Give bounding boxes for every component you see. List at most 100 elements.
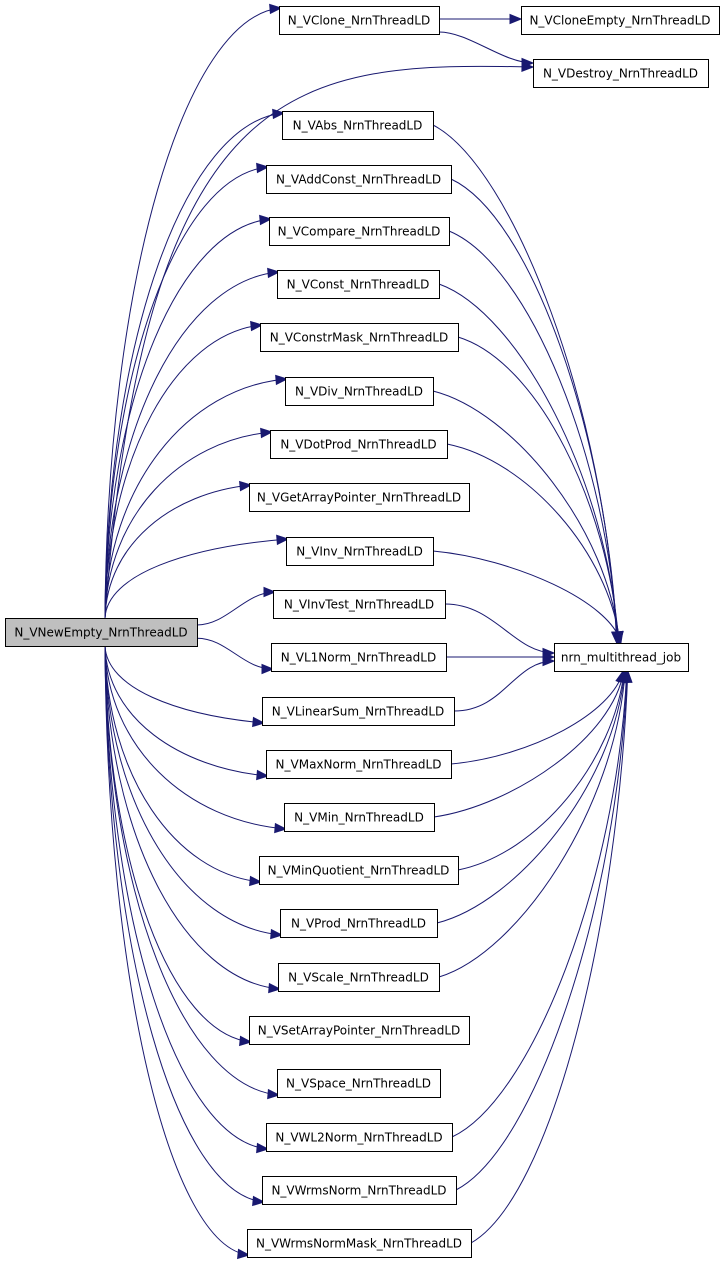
node-inv-box	[286, 537, 434, 566]
edge-root-to-clone	[104, 7, 282, 619]
node-wrmsnormmask-box	[247, 1229, 472, 1258]
edge-abs-to-job	[432, 124, 618, 644]
edge-root-to-wl2norm-arrowhead	[256, 1142, 270, 1154]
node-abs[interactable]: N_VAbs_NrnThreadLD	[282, 111, 434, 140]
node-root-box	[5, 618, 198, 647]
node-invtest-label: N_VInvTest_NrnThreadLD	[284, 598, 434, 612]
node-compare[interactable]: N_VCompare_NrnThreadLD	[269, 217, 450, 246]
edge-clone-to-destroy	[438, 31, 534, 64]
node-cloneempty[interactable]: N_VCloneEmpty_NrnThreadLD	[521, 6, 720, 35]
node-cloneempty-box	[521, 6, 720, 35]
node-abs-box	[282, 111, 434, 140]
node-job-label: nrn_multithread_job	[561, 651, 681, 665]
edge-root-to-destroy	[104, 65, 534, 619]
node-min[interactable]: N_VMin_NrnThreadLD	[284, 803, 435, 832]
node-wl2norm-box	[266, 1123, 453, 1152]
edge-invtest-to-job	[444, 603, 555, 654]
edge-minquotient-to-job	[457, 670, 625, 871]
node-wrmsnormmask[interactable]: N_VWrmsNormMask_NrnThreadLD	[247, 1229, 472, 1258]
edge-wl2norm-to-job	[451, 670, 628, 1138]
edge-root-to-dotprod	[104, 431, 273, 619]
node-linearsum-label: N_VLinearSum_NrnThreadLD	[272, 705, 445, 719]
edge-linearsum-to-job-arrowhead	[542, 655, 556, 667]
node-maxnorm[interactable]: N_VMaxNorm_NrnThreadLD	[266, 750, 452, 779]
edges-layer	[104, 3, 633, 1260]
node-div[interactable]: N_VDiv_NrnThreadLD	[285, 377, 434, 406]
node-minquotient[interactable]: N_VMinQuotient_NrnThreadLD	[259, 856, 459, 885]
node-const[interactable]: N_VConst_NrnThreadLD	[277, 270, 440, 299]
node-l1norm[interactable]: N_VL1Norm_NrnThreadLD	[271, 643, 447, 672]
node-invtest-box	[273, 590, 446, 619]
edge-min-to-job	[433, 670, 625, 818]
node-cloneempty-label: N_VCloneEmpty_NrnThreadLD	[529, 14, 710, 28]
node-getarraypointer-label: N_VGetArrayPointer_NrnThreadLD	[257, 491, 461, 505]
edge-root-to-div	[104, 378, 288, 619]
node-setarraypointer-label: N_VSetArrayPointer_NrnThreadLD	[258, 1024, 461, 1038]
node-clone-box	[279, 6, 440, 35]
edge-root-to-prod	[104, 645, 283, 936]
node-compare-box	[269, 217, 450, 246]
node-prod[interactable]: N_VProd_NrnThreadLD	[280, 909, 438, 938]
edge-clone-to-cloneempty-arrowhead	[509, 13, 523, 25]
edge-linearsum-to-job	[453, 660, 555, 712]
edge-root-to-dotprod-arrowhead	[260, 427, 274, 439]
node-setarraypointer[interactable]: N_VSetArrayPointer_NrnThreadLD	[249, 1016, 470, 1045]
node-div-box	[285, 377, 434, 406]
node-root[interactable]: N_VNewEmpty_NrnThreadLD	[5, 618, 198, 647]
edge-root-to-getarraypointer	[104, 484, 252, 619]
edge-root-to-const-arrowhead	[267, 267, 281, 279]
edge-root-to-inv-arrowhead	[276, 534, 290, 546]
edge-root-to-addconst	[104, 166, 269, 619]
node-invtest[interactable]: N_VInvTest_NrnThreadLD	[273, 590, 446, 619]
edge-root-to-min-arrowhead	[274, 822, 288, 834]
node-wrmsnormmask-label: N_VWrmsNormMask_NrnThreadLD	[256, 1237, 462, 1251]
node-abs-label: N_VAbs_NrnThreadLD	[293, 119, 423, 133]
edge-wrmsnorm-to-job	[455, 670, 628, 1191]
node-wrmsnorm[interactable]: N_VWrmsNorm_NrnThreadLD	[262, 1176, 457, 1205]
node-const-label: N_VConst_NrnThreadLD	[287, 278, 430, 292]
edge-wrmsnormmask-to-job	[470, 670, 629, 1244]
node-space-box	[277, 1069, 441, 1098]
edge-root-to-wrmsnorm	[104, 645, 265, 1203]
node-inv[interactable]: N_VInv_NrnThreadLD	[286, 537, 434, 566]
edge-root-to-constrmask	[104, 324, 263, 619]
node-dotprod-box	[270, 430, 448, 459]
node-addconst[interactable]: N_VAddConst_NrnThreadLD	[266, 165, 452, 194]
node-prod-box	[280, 909, 438, 938]
edge-root-to-invtest	[196, 591, 276, 626]
node-scale-box	[278, 963, 440, 992]
node-destroy[interactable]: N_VDestroy_NrnThreadLD	[533, 59, 709, 88]
edge-root-to-maxnorm-arrowhead	[256, 769, 270, 781]
edge-root-to-minquotient	[104, 645, 262, 883]
edge-root-to-scale-arrowhead	[268, 982, 282, 994]
node-scale-label: N_VScale_NrnThreadLD	[288, 971, 429, 985]
node-constrmask-box	[260, 323, 459, 352]
node-getarraypointer[interactable]: N_VGetArrayPointer_NrnThreadLD	[249, 483, 470, 512]
edge-root-to-linearsum-arrowhead	[252, 716, 266, 728]
nodes-layer: N_VNewEmpty_NrnThreadLD N_VClone_NrnThrea…	[5, 6, 720, 1258]
node-constrmask[interactable]: N_VConstrMask_NrnThreadLD	[260, 323, 459, 352]
node-scale[interactable]: N_VScale_NrnThreadLD	[278, 963, 440, 992]
node-linearsum[interactable]: N_VLinearSum_NrnThreadLD	[262, 697, 455, 726]
edge-root-to-minquotient-arrowhead	[249, 875, 263, 887]
edge-root-to-wl2norm	[104, 645, 269, 1150]
edge-root-to-prod-arrowhead	[270, 928, 284, 940]
node-clone[interactable]: N_VClone_NrnThreadLD	[279, 6, 440, 35]
edge-root-to-inv	[104, 538, 289, 619]
node-job[interactable]: nrn_multithread_job	[554, 643, 689, 672]
node-dotprod-label: N_VDotProd_NrnThreadLD	[280, 438, 436, 452]
node-dotprod[interactable]: N_VDotProd_NrnThreadLD	[270, 430, 448, 459]
node-destroy-label: N_VDestroy_NrnThreadLD	[543, 67, 698, 81]
edge-root-to-abs-arrowhead	[272, 108, 286, 120]
edge-root-to-const	[104, 271, 280, 619]
node-wl2norm[interactable]: N_VWL2Norm_NrnThreadLD	[266, 1123, 453, 1152]
node-space[interactable]: N_VSpace_NrnThreadLD	[277, 1069, 441, 1098]
edge-root-to-getarraypointer-arrowhead	[239, 480, 253, 492]
edge-root-to-div-arrowhead	[275, 374, 289, 386]
edge-root-to-space-arrowhead	[267, 1088, 281, 1100]
node-maxnorm-box	[266, 750, 452, 779]
node-const-box	[277, 270, 440, 299]
edge-root-to-setarraypointer	[104, 645, 252, 1043]
edge-scale-to-job	[438, 670, 626, 978]
